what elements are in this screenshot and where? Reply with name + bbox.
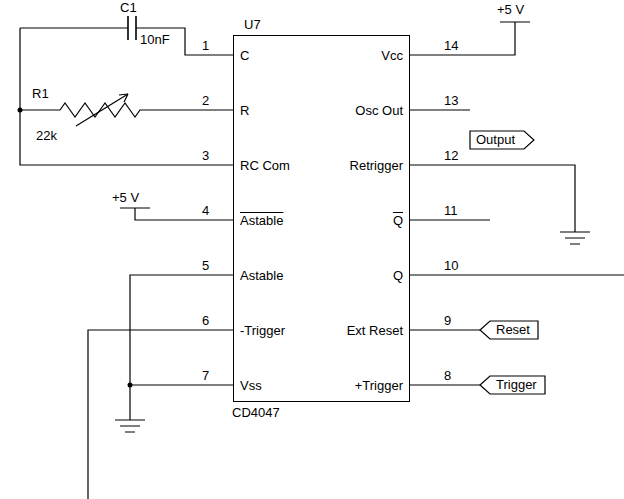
pin-name: RC Com bbox=[240, 158, 290, 173]
pin-number: 9 bbox=[444, 313, 451, 328]
pin-name: Q bbox=[393, 213, 403, 228]
wire bbox=[130, 384, 233, 385]
pin-number: 1 bbox=[202, 38, 209, 53]
part-reference: U7 bbox=[244, 17, 261, 32]
pin-number: 3 bbox=[202, 148, 209, 163]
part-reference: C1 bbox=[120, 0, 137, 15]
port-label: Output bbox=[476, 132, 515, 147]
junction-dot bbox=[128, 383, 133, 388]
pin-number: 8 bbox=[444, 368, 451, 383]
pin-number: 4 bbox=[202, 203, 209, 218]
pin-name: Q bbox=[393, 268, 403, 283]
port-outline bbox=[470, 131, 534, 149]
resistor-symbol bbox=[20, 103, 233, 117]
pin-name: R bbox=[240, 103, 249, 118]
ground-symbol bbox=[560, 232, 590, 244]
port-outline bbox=[480, 376, 545, 394]
wire bbox=[410, 274, 624, 275]
signal-wire bbox=[410, 384, 480, 385]
wire bbox=[20, 27, 128, 28]
pin-name: -Trigger bbox=[240, 323, 285, 338]
port-outline bbox=[480, 321, 538, 339]
pin-name: Vcc bbox=[381, 48, 403, 63]
variable-arrow bbox=[119, 94, 128, 102]
part-number: CD4047 bbox=[232, 405, 280, 420]
pin-number: 2 bbox=[202, 93, 209, 108]
wire bbox=[130, 275, 233, 420]
output-port: Output bbox=[470, 131, 534, 149]
pin-number: 7 bbox=[202, 368, 209, 383]
pin-name: Vss bbox=[240, 378, 262, 393]
port-label: Reset bbox=[496, 322, 530, 337]
wire bbox=[136, 28, 233, 55]
part-reference: R1 bbox=[32, 86, 49, 101]
junction-dot bbox=[18, 108, 23, 113]
ic-box: U7CRRC ComAstableAstable-TriggerVssVccOs… bbox=[233, 35, 410, 402]
wire bbox=[120, 208, 233, 220]
component-value: 22k bbox=[36, 128, 57, 143]
pin-number: 14 bbox=[444, 38, 458, 53]
pin-number: 6 bbox=[202, 313, 209, 328]
wire bbox=[20, 28, 233, 165]
pin-name: Ext Reset bbox=[347, 323, 403, 338]
ground-symbol bbox=[115, 420, 145, 432]
port-label: Trigger bbox=[496, 377, 537, 392]
pin-name: Astable bbox=[240, 268, 283, 283]
variable-arrow bbox=[76, 94, 128, 126]
input-port: Reset bbox=[480, 321, 538, 339]
pin-number: 10 bbox=[444, 258, 458, 273]
wire bbox=[410, 165, 575, 232]
component-value: 10nF bbox=[140, 32, 170, 47]
wire bbox=[410, 219, 490, 220]
pin-number: 12 bbox=[444, 148, 458, 163]
pin-name: Osc Out bbox=[355, 103, 403, 118]
wire bbox=[410, 22, 530, 55]
pin-name: +Trigger bbox=[355, 378, 403, 393]
supply-label: +5 V bbox=[112, 190, 139, 205]
signal-wire bbox=[410, 329, 480, 330]
pin-number: 13 bbox=[444, 93, 458, 108]
supply-label: +5 V bbox=[497, 2, 524, 17]
wire bbox=[88, 330, 233, 499]
capacitor-symbol bbox=[128, 16, 136, 40]
pin-name: Retrigger bbox=[350, 158, 403, 173]
pin-number: 11 bbox=[444, 203, 458, 218]
pin-name: Astable bbox=[240, 213, 283, 228]
input-port: Trigger bbox=[480, 376, 545, 394]
signal-wire bbox=[410, 109, 470, 110]
pin-name: C bbox=[240, 48, 249, 63]
pin-number: 5 bbox=[202, 258, 209, 273]
